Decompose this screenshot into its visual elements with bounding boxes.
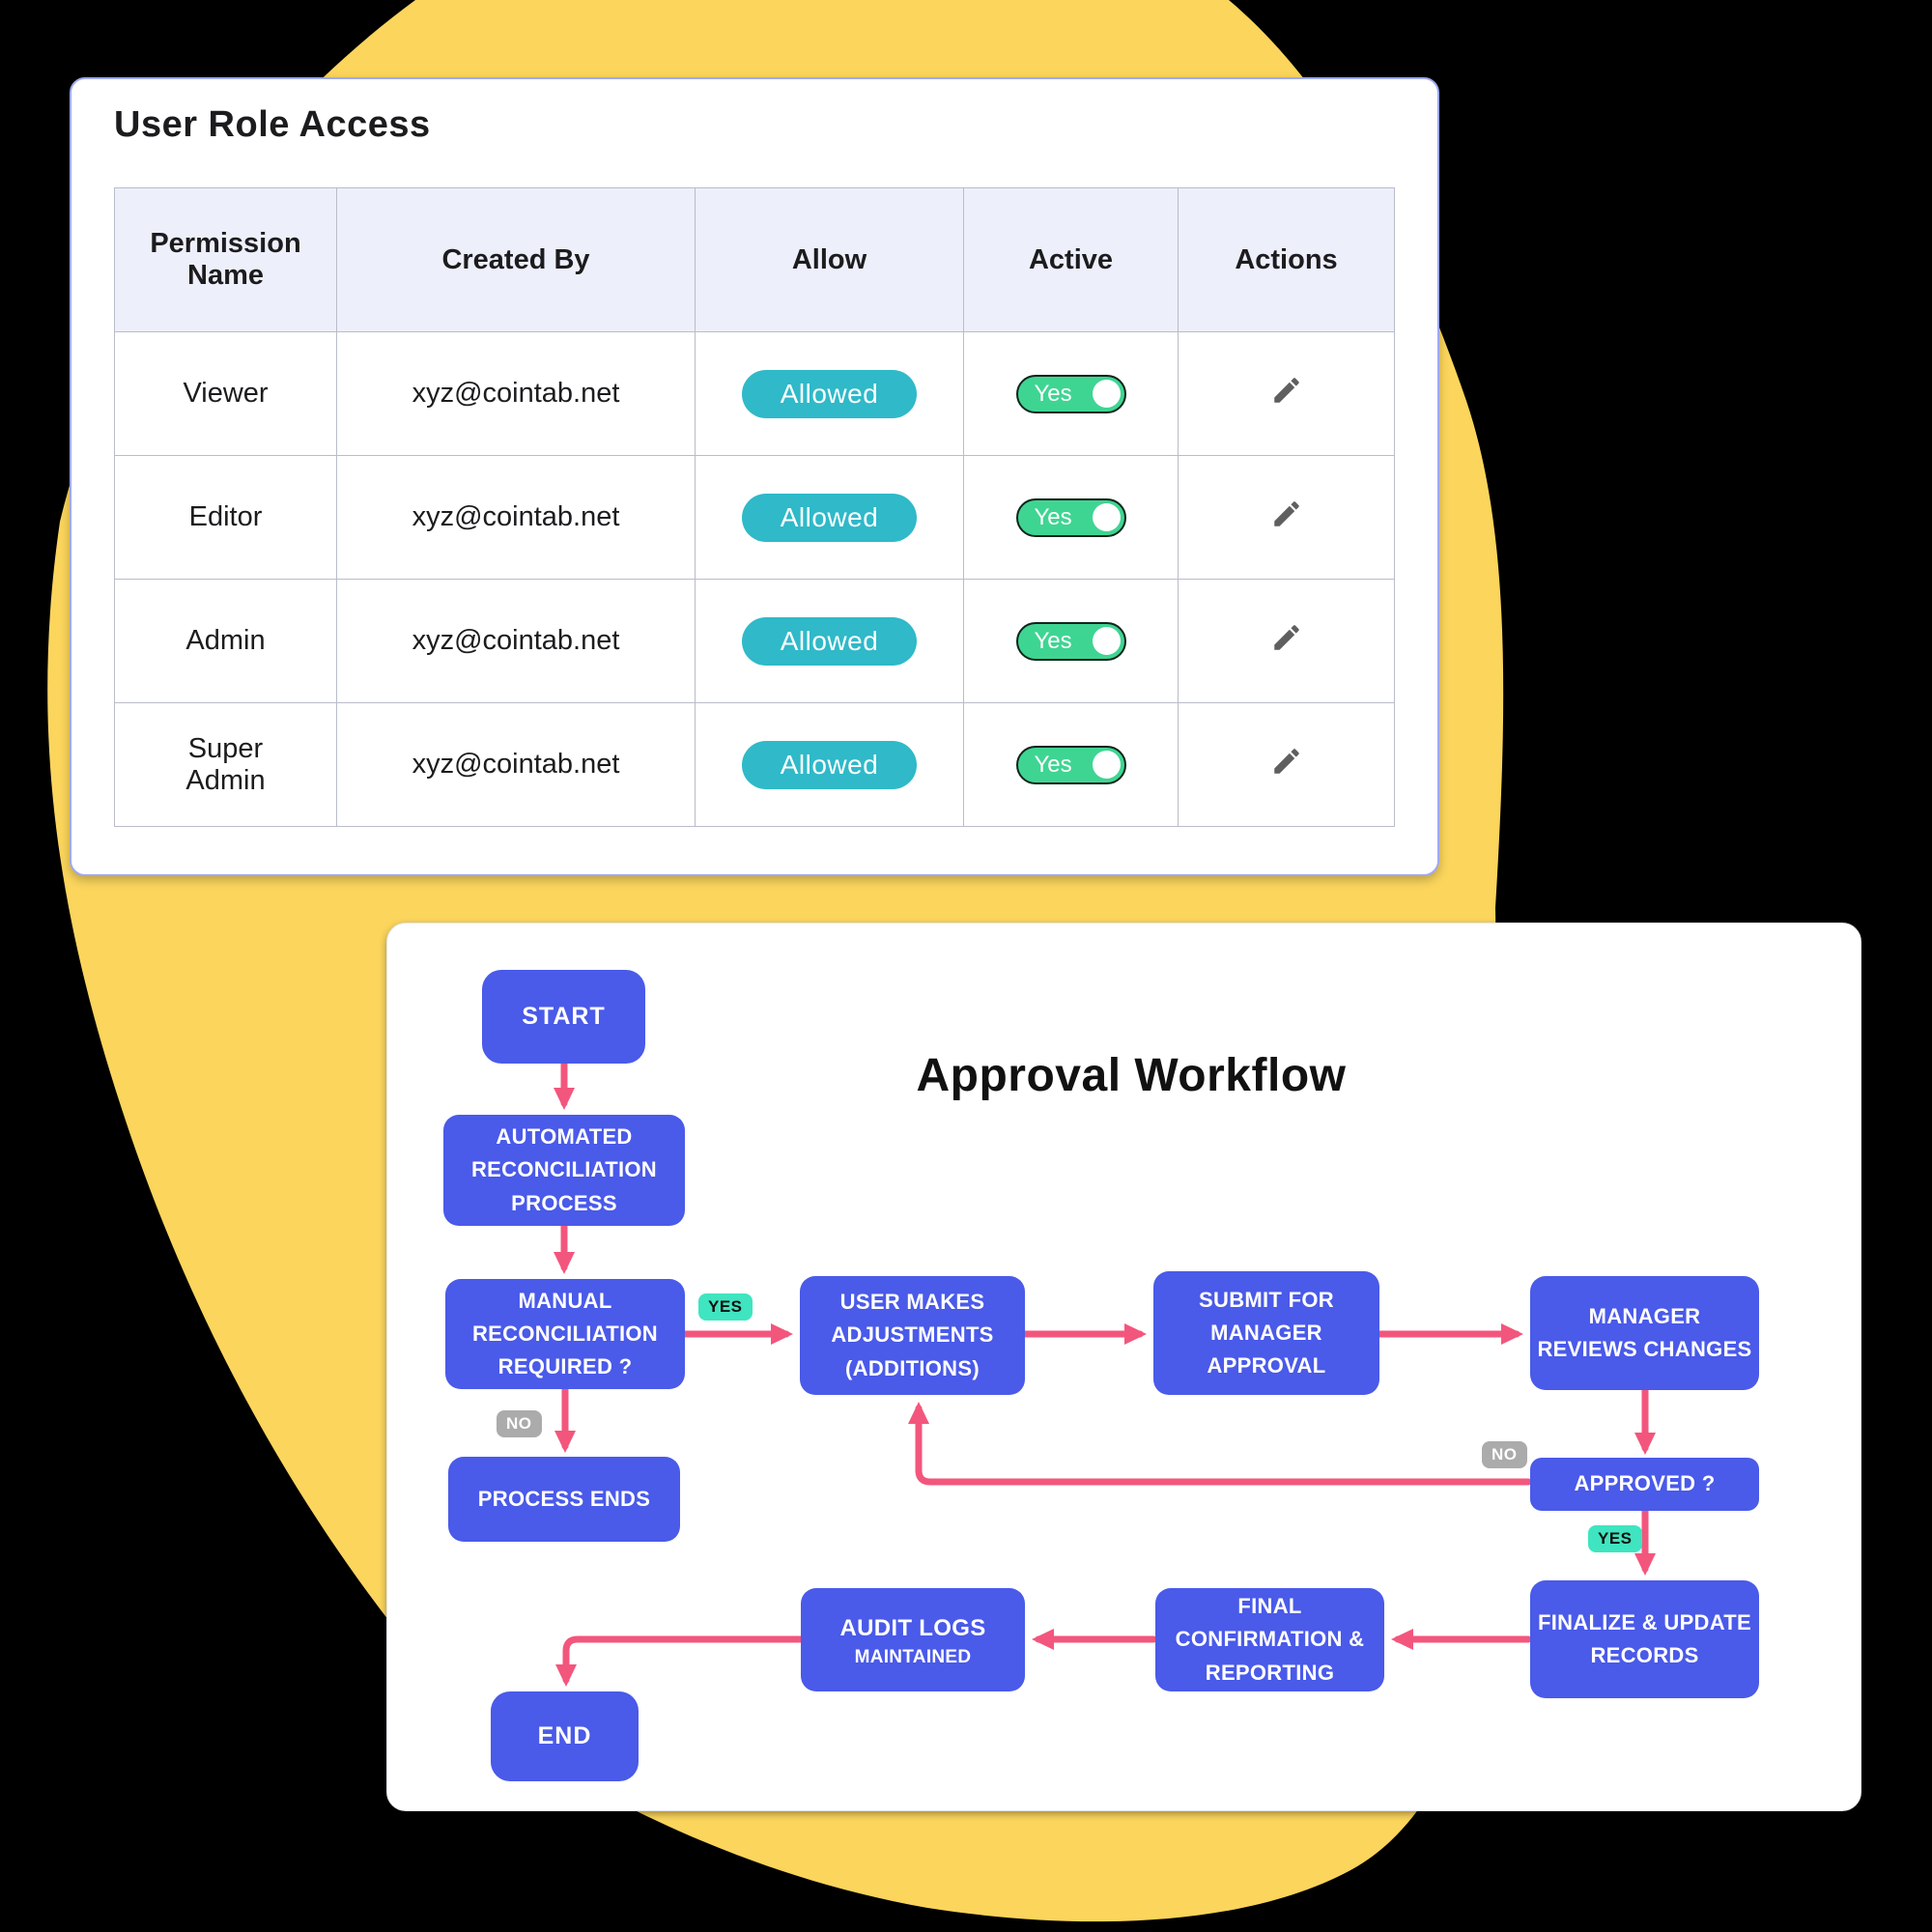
flow-arrows	[554, 1060, 1656, 1687]
role-cell: Editor	[114, 455, 337, 580]
active-toggle[interactable]: Yes	[1015, 497, 1126, 537]
col-header-active: Active	[963, 187, 1179, 332]
pencil-icon	[1270, 377, 1303, 413]
flow-node-user-makes-adjustments: USER MAKES ADJUSTMENTS (ADDITIONS)	[800, 1276, 1025, 1395]
table-row: Admin xyz@cointab.net Allowed Yes	[114, 579, 1395, 703]
flow-node-process-ends: PROCESS ENDS	[448, 1457, 680, 1542]
flow-node-finalize-update: FINALIZE & UPDATE RECORDS	[1530, 1580, 1759, 1698]
table-row: Viewer xyz@cointab.net Allowed Yes	[114, 331, 1395, 456]
allow-status-badge: Allowed	[741, 369, 918, 418]
active-toggle[interactable]: Yes	[1015, 745, 1126, 784]
yes-badge: YES	[1588, 1525, 1642, 1552]
toggle-knob	[1092, 627, 1121, 655]
created-by-cell: xyz@cointab.net	[336, 455, 696, 580]
no-badge: NO	[497, 1410, 542, 1437]
table-row: Editor xyz@cointab.net Allowed Yes	[114, 455, 1395, 580]
pencil-icon	[1270, 500, 1303, 537]
flow-node-automated-reconciliation: AUTOMATED RECONCILIATION PROCESS	[443, 1115, 685, 1226]
flow-node-approved: APPROVED ?	[1530, 1458, 1759, 1511]
role-cell: Viewer	[114, 331, 337, 456]
flowchart-title: Approval Workflow	[916, 1050, 1347, 1101]
toggle-label: Yes	[1034, 503, 1072, 530]
col-header-permission-name: Permission Name	[114, 187, 337, 332]
allow-status-badge: Allowed	[741, 493, 918, 542]
toggle-label: Yes	[1034, 751, 1072, 778]
toggle-label: Yes	[1034, 380, 1072, 407]
col-header-created-by: Created By	[336, 187, 696, 332]
pencil-icon	[1270, 624, 1303, 661]
role-cell: Admin	[114, 579, 337, 703]
table-row: Super Admin xyz@cointab.net Allowed Yes	[114, 702, 1395, 827]
created-by-cell: xyz@cointab.net	[336, 579, 696, 703]
flow-node-submit-for-approval: SUBMIT FOR MANAGER APPROVAL	[1153, 1271, 1379, 1395]
toggle-knob	[1092, 503, 1121, 531]
col-header-actions: Actions	[1178, 187, 1395, 332]
flow-node-manual-reconciliation: MANUAL RECONCILIATION REQUIRED ?	[445, 1279, 685, 1389]
pencil-icon	[1270, 748, 1303, 784]
edit-button[interactable]	[1270, 497, 1303, 530]
edit-button[interactable]	[1270, 374, 1303, 407]
flow-node-final-confirmation: FINAL CONFIRMATION & REPORTING	[1155, 1588, 1384, 1691]
approval-workflow-card: Approval Workflow START	[386, 923, 1861, 1811]
created-by-cell: xyz@cointab.net	[336, 702, 696, 827]
created-by-cell: xyz@cointab.net	[336, 331, 696, 456]
toggle-knob	[1092, 380, 1121, 408]
permissions-table: Permission Name Created By Allow Active …	[114, 187, 1395, 827]
active-toggle[interactable]: Yes	[1015, 374, 1126, 413]
flow-node-manager-reviews: MANAGER REVIEWS CHANGES	[1530, 1276, 1759, 1390]
edit-button[interactable]	[1270, 621, 1303, 654]
table-header-row: Permission Name Created By Allow Active …	[114, 187, 1395, 332]
allow-status-badge: Allowed	[741, 740, 918, 789]
card-title: User Role Access	[114, 104, 431, 145]
flow-node-end: END	[491, 1691, 639, 1781]
toggle-knob	[1092, 751, 1121, 779]
allow-status-badge: Allowed	[741, 616, 918, 666]
col-header-allow: Allow	[695, 187, 964, 332]
flow-node-start: START	[482, 970, 645, 1064]
edit-button[interactable]	[1270, 745, 1303, 778]
no-badge: NO	[1482, 1441, 1527, 1468]
flow-node-audit-logs: AUDIT LOGS MAINTAINED	[801, 1588, 1025, 1691]
user-role-access-card: User Role Access Permission Name Created…	[70, 77, 1439, 876]
toggle-label: Yes	[1034, 627, 1072, 654]
role-cell: Super Admin	[114, 702, 337, 827]
active-toggle[interactable]: Yes	[1015, 621, 1126, 661]
yes-badge: YES	[698, 1293, 753, 1321]
